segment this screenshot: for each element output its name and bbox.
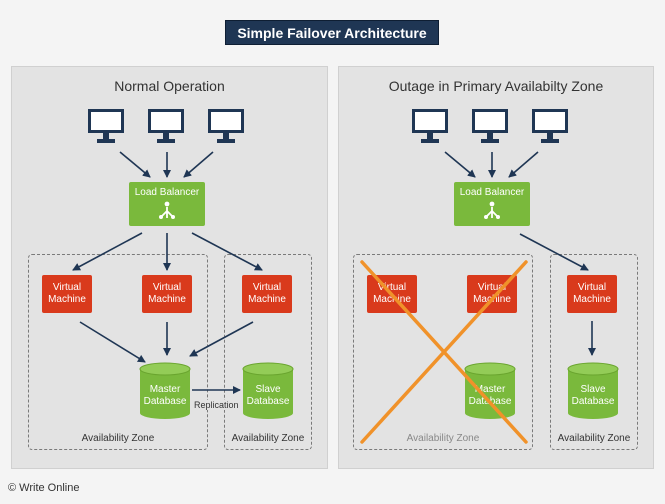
az-label: Availability Zone	[557, 433, 631, 444]
monitor-icon	[148, 109, 184, 143]
az-label: Availability Zone	[406, 433, 480, 444]
monitor-icon	[88, 109, 124, 143]
az-label: Availability Zone	[231, 433, 305, 444]
virtual-machine: Virtual Machine	[142, 275, 192, 313]
virtual-machine-failed: Virtual Machine	[467, 275, 517, 313]
load-balancer-normal: Load Balancer	[129, 182, 205, 226]
monitor-icon	[472, 109, 508, 143]
load-balancer-icon	[159, 201, 175, 219]
virtual-machine: Virtual Machine	[567, 275, 617, 313]
load-balancer-label: Load Balancer	[134, 187, 200, 198]
availability-zone-primary-outage	[353, 254, 533, 450]
diagram-title: Simple Failover Architecture	[225, 20, 439, 45]
monitor-icon	[532, 109, 568, 143]
master-database-label: Master Database	[143, 384, 187, 407]
database-icon	[567, 362, 619, 419]
load-balancer-label: Load Balancer	[459, 187, 525, 198]
database-icon	[139, 362, 191, 419]
virtual-machine-failed: Virtual Machine	[367, 275, 417, 313]
panel-title-normal: Normal Operation	[114, 78, 225, 94]
slave-database: Slave Database	[567, 362, 619, 420]
replication-label: Replication	[194, 400, 239, 410]
az-label: Availability Zone	[81, 433, 155, 444]
master-database-failed: Master Database	[464, 362, 516, 420]
monitor-icon	[208, 109, 244, 143]
database-icon	[242, 362, 294, 419]
monitor-icon	[412, 109, 448, 143]
load-balancer-icon	[484, 201, 500, 219]
slave-database: Slave Database	[242, 362, 294, 420]
copyright: © Write Online	[8, 482, 80, 494]
virtual-machine: Virtual Machine	[242, 275, 292, 313]
panel-title-outage: Outage in Primary Availabilty Zone	[388, 78, 604, 94]
master-database-label: Master Database	[468, 384, 512, 407]
load-balancer-outage: Load Balancer	[454, 182, 530, 226]
slave-database-label: Slave Database	[571, 384, 615, 407]
master-database: Master Database	[139, 362, 191, 420]
slave-database-label: Slave Database	[246, 384, 290, 407]
availability-zone-secondary-outage	[550, 254, 638, 450]
virtual-machine: Virtual Machine	[42, 275, 92, 313]
